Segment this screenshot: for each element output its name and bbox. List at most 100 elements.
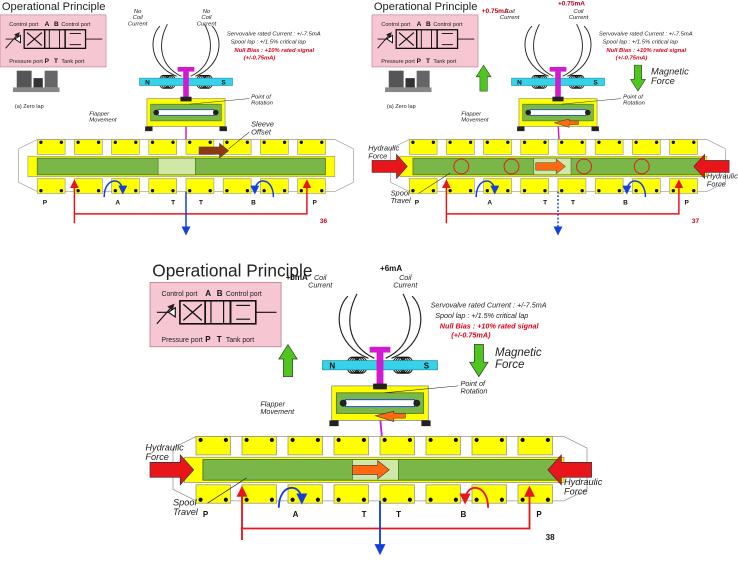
- nozzle-foot-left: [329, 420, 339, 427]
- symbol-pilot: [377, 34, 393, 44]
- housing-bolt: [208, 140, 212, 144]
- flapper-top: [549, 66, 567, 72]
- magnetic-force-arrow-up: [278, 343, 298, 378]
- housing-bolt: [453, 437, 458, 443]
- coil-wire-left-2: [533, 23, 554, 77]
- port-label-p-5: P: [312, 200, 317, 207]
- symbol-cross-2: [26, 32, 43, 46]
- nozzle-foot-right: [421, 420, 431, 427]
- symbol-background: [149, 282, 282, 348]
- tank-port-label: Tank port: [433, 59, 456, 65]
- housing-block-bottom: [379, 484, 415, 504]
- housing-block-top: [241, 436, 277, 456]
- port-label-b-4: B: [251, 200, 256, 207]
- port-t-symbol-label: T: [217, 335, 222, 344]
- flapper-top: [369, 346, 391, 353]
- return-a: [277, 486, 308, 508]
- nozzle-channel: [157, 109, 215, 116]
- housing-bolt: [560, 188, 564, 193]
- housing-bolt: [474, 437, 479, 443]
- housing-block-top: [471, 436, 507, 456]
- nozzle-foot-left: [145, 126, 153, 132]
- housing-bolt: [448, 140, 452, 144]
- symbol-adjust-arrow: [5, 32, 20, 49]
- housing-block-top: [517, 436, 553, 456]
- housing-bolt: [269, 497, 274, 502]
- port-a-symbol-label: A: [417, 21, 422, 28]
- slide-title: Operational Principle: [374, 1, 478, 13]
- spool-travel-leader: [418, 172, 451, 194]
- coil-wire-left-1: [152, 25, 177, 77]
- port-label-a-1: A: [293, 510, 299, 519]
- housing-block-top: [260, 139, 289, 155]
- page-number: 38: [546, 533, 555, 542]
- housing-bolt: [468, 188, 473, 193]
- housing-bolt: [597, 188, 601, 193]
- housing-block-bottom: [195, 484, 231, 504]
- housing-bolt: [522, 188, 527, 193]
- spool-travel-leader: [207, 477, 247, 504]
- housing-bolt: [654, 188, 659, 193]
- hydraulic-force-arrow-right: [693, 153, 730, 180]
- symbol-cross-2: [182, 303, 203, 321]
- magnetic-force-arrow-up: [475, 64, 492, 92]
- spec-spool-lap: Spool lap : +/1.5% critical lap: [435, 311, 528, 320]
- symbol-adjust-arrow: [156, 303, 175, 325]
- symbol-cell-right: [436, 29, 459, 50]
- housing-bolt: [453, 497, 458, 502]
- null-bias-label: Null Bias : +10% rated signal: [234, 48, 314, 54]
- symbol-pilot: [156, 306, 176, 318]
- housing-bolt: [134, 188, 138, 193]
- control-port-right-label: Control port: [61, 22, 91, 28]
- housing-block-bottom: [520, 178, 549, 194]
- housing-bolt: [671, 188, 675, 193]
- housing-bolt: [282, 188, 287, 193]
- magnetic-force-arrow-down: [630, 64, 646, 92]
- housing-bolt: [96, 188, 101, 193]
- lap-circle: [453, 158, 470, 175]
- zero-lap-block-right: [44, 70, 58, 88]
- housing-bolt: [560, 140, 564, 144]
- housing-bolt: [245, 140, 250, 144]
- housing-bolt: [299, 140, 303, 144]
- port-b-symbol-label: B: [217, 289, 223, 298]
- housing-bolt: [692, 140, 696, 144]
- housing-bolt: [188, 188, 192, 193]
- port-label-t-2: T: [171, 200, 175, 207]
- spool-center-window: [157, 157, 196, 176]
- housing-bolt: [382, 497, 387, 502]
- coil-wire-left-2: [161, 23, 182, 77]
- port-label-t-2: T: [362, 510, 367, 519]
- flapper-rod: [183, 68, 189, 123]
- nozzle-foot-right: [219, 126, 227, 132]
- housing-block-top: [148, 139, 177, 155]
- nozzle-ball-left: [153, 109, 160, 116]
- housing-block-top: [36, 139, 66, 155]
- housing-block-top: [669, 139, 698, 155]
- zero-lap-block-right: [416, 70, 430, 88]
- flapper-movement-arrow: [374, 410, 406, 422]
- magnet-n-label: N: [517, 80, 522, 87]
- housing-bolt: [262, 188, 266, 193]
- slide-title: Operational Principle: [2, 1, 106, 13]
- null-bias-label: Null Bias : +10% rated signal: [440, 321, 540, 330]
- null-bias-label: Null Bias : +10% rated signal: [606, 48, 686, 54]
- nozzle-body: [145, 96, 227, 132]
- housing-bolt: [269, 437, 274, 443]
- housing-bolt: [208, 188, 212, 193]
- control-port-left-label: Control port: [9, 22, 39, 28]
- spool-housing: [390, 139, 726, 194]
